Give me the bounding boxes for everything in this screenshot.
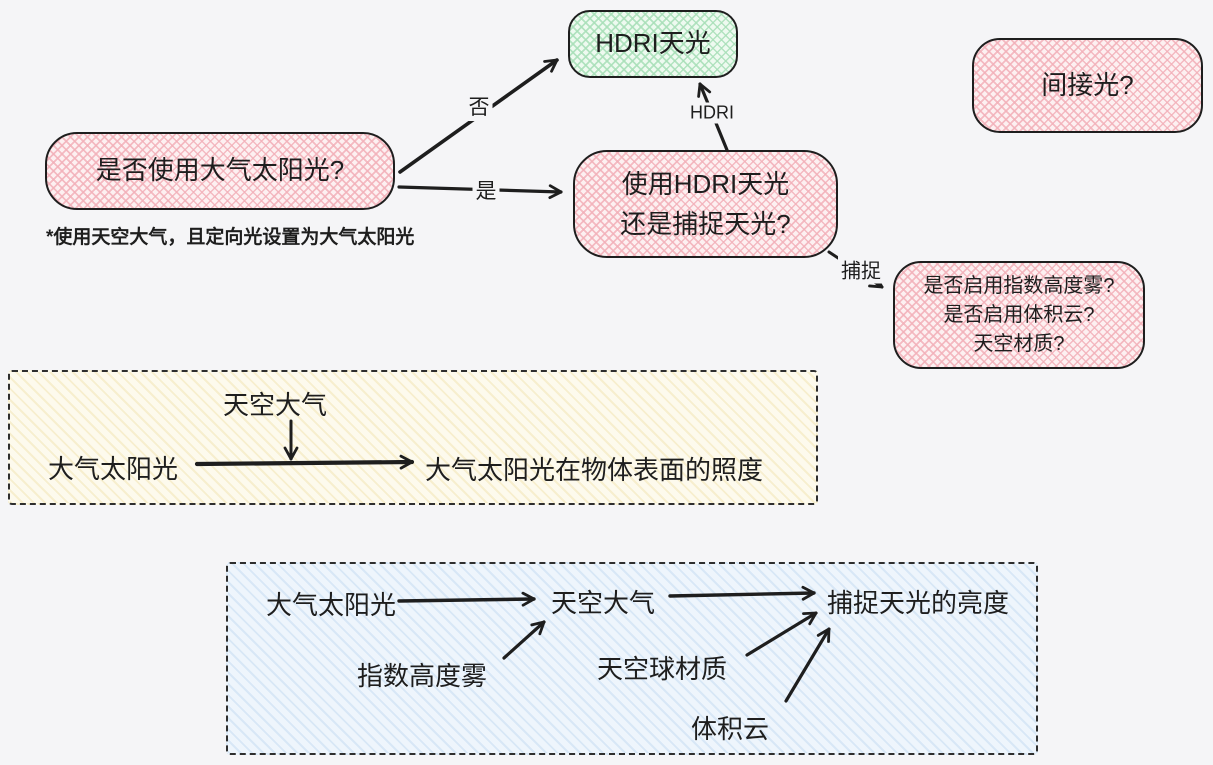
capture-group-fog-label: 指数高度雾 xyxy=(357,661,488,691)
capture-group-material-arrow xyxy=(745,611,818,657)
node-hdri-or-captured-line1: 使用HDRI天光 xyxy=(621,168,790,199)
node-capture-options-line1: 是否启用指数高度雾? xyxy=(923,274,1115,297)
node-capture-options-line3: 天空材质? xyxy=(973,332,1065,355)
footnote-text: *使用天空大气，且定向光设置为大气太阳光 xyxy=(46,227,415,248)
capture-group-fog-arrow xyxy=(502,620,546,660)
captured-skylight-group-box xyxy=(226,562,1038,755)
capture-group-sun-to-sky-arrow xyxy=(397,591,536,607)
sun-group-main-arrow xyxy=(194,454,415,470)
sun-illuminance-group-box xyxy=(8,370,818,505)
capture-group-result-label: 捕捉天光的亮度 xyxy=(827,588,1010,618)
node-capture-options: 是否启用指数高度雾? 是否启用体积云? 天空材质? xyxy=(893,261,1145,369)
capture-group-sky-to-result-arrow xyxy=(668,585,816,601)
sun-group-result-label: 大气太阳光在物体表面的照度 xyxy=(425,455,764,485)
sun-group-sky-atmosphere-label: 天空大气 xyxy=(223,390,328,420)
node-hdri-skylight-label: HDRI天光 xyxy=(595,28,711,59)
capture-group-sky-sphere-material-label: 天空球材质 xyxy=(597,654,728,684)
capture-group-sunlight-label: 大气太阳光 xyxy=(266,590,397,620)
node-hdri-skylight: HDRI天光 xyxy=(568,10,738,78)
edge-label-no: 否 xyxy=(465,91,493,121)
sun-group-sunlight-label: 大气太阳光 xyxy=(48,454,179,484)
node-indirect-light: 间接光? xyxy=(972,38,1203,133)
capture-group-sky-atmosphere-label: 天空大气 xyxy=(551,588,656,618)
capture-group-volumetric-cloud-label: 体积云 xyxy=(691,714,770,744)
node-use-atmospheric-sunlight: 是否使用大气太阳光? xyxy=(45,132,395,210)
edge-label-capture: 捕捉 xyxy=(838,254,884,284)
node-capture-options-line2: 是否启用体积云? xyxy=(943,303,1095,326)
edge-label-hdri: HDRI xyxy=(687,102,737,124)
node-hdri-or-captured-line2: 还是捕捉天光? xyxy=(620,209,791,239)
node-hdri-or-captured: 使用HDRI天光 还是捕捉天光? xyxy=(573,150,838,258)
capture-group-cloud-arrow xyxy=(784,627,831,703)
node-use-atmospheric-sunlight-label: 是否使用大气太阳光? xyxy=(95,155,345,186)
edge-label-yes: 是 xyxy=(472,175,500,205)
node-indirect-light-label: 间接光? xyxy=(1041,69,1134,100)
